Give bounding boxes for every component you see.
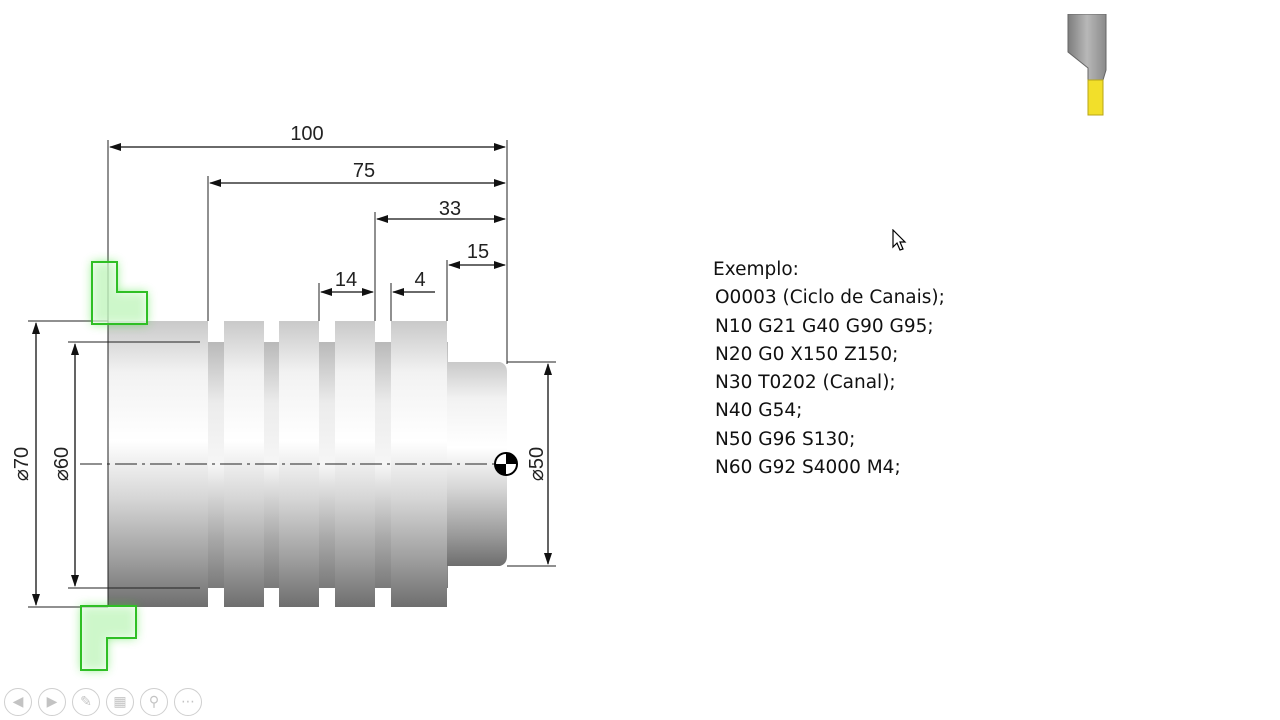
program-line: N50 G96 S130; <box>715 428 856 450</box>
dim-length-33: 33 <box>439 198 461 220</box>
dim-length-15: 15 <box>467 241 489 263</box>
dim-land-4: 4 <box>414 269 425 291</box>
dimension-lines <box>32 143 552 606</box>
zoom-icon[interactable]: ⚲ <box>140 688 168 716</box>
pen-icon[interactable]: ✎ <box>72 688 100 716</box>
program-line: N30 T0202 (Canal); <box>715 372 896 394</box>
mouse-pointer-icon <box>892 229 907 251</box>
gcode-program: Exemplo: O0003 (Ciclo de Canais); N10 G2… <box>713 256 945 482</box>
tool-highlight-bottom <box>80 605 137 671</box>
program-line: N40 G54; <box>715 400 803 422</box>
dim-diameter-60: ⌀60 <box>51 447 73 481</box>
more-icon[interactable]: ⋯ <box>174 688 202 716</box>
program-zero-icon <box>494 452 518 476</box>
part-body <box>80 321 512 607</box>
dim-groove-width-14: 14 <box>335 269 357 291</box>
previous-icon[interactable]: ◀ <box>4 688 32 716</box>
grooving-tool-icon <box>1067 14 1107 116</box>
next-icon[interactable]: ▶ <box>38 688 66 716</box>
program-line: N60 G92 S4000 M4; <box>715 457 901 479</box>
slides-icon[interactable]: ▦ <box>106 688 134 716</box>
dim-diameter-50: ⌀50 <box>526 447 548 481</box>
program-line: N10 G21 G40 G90 G95; <box>715 315 934 337</box>
program-heading: Exemplo: <box>713 259 799 280</box>
technical-drawing: 100 75 33 15 14 4 ⌀70 ⌀60 ⌀50 <box>11 123 556 671</box>
slideshow-nav-bar: ◀ ▶ ✎ ▦ ⚲ ⋯ <box>4 688 202 716</box>
dim-diameter-70: ⌀70 <box>11 447 33 481</box>
dim-total-length: 100 <box>290 123 323 145</box>
program-line: O0003 (Ciclo de Canais); <box>715 287 945 309</box>
tool-highlight-top <box>91 261 148 325</box>
dim-length-75: 75 <box>353 160 375 182</box>
program-line: N20 G0 X150 Z150; <box>715 343 899 365</box>
